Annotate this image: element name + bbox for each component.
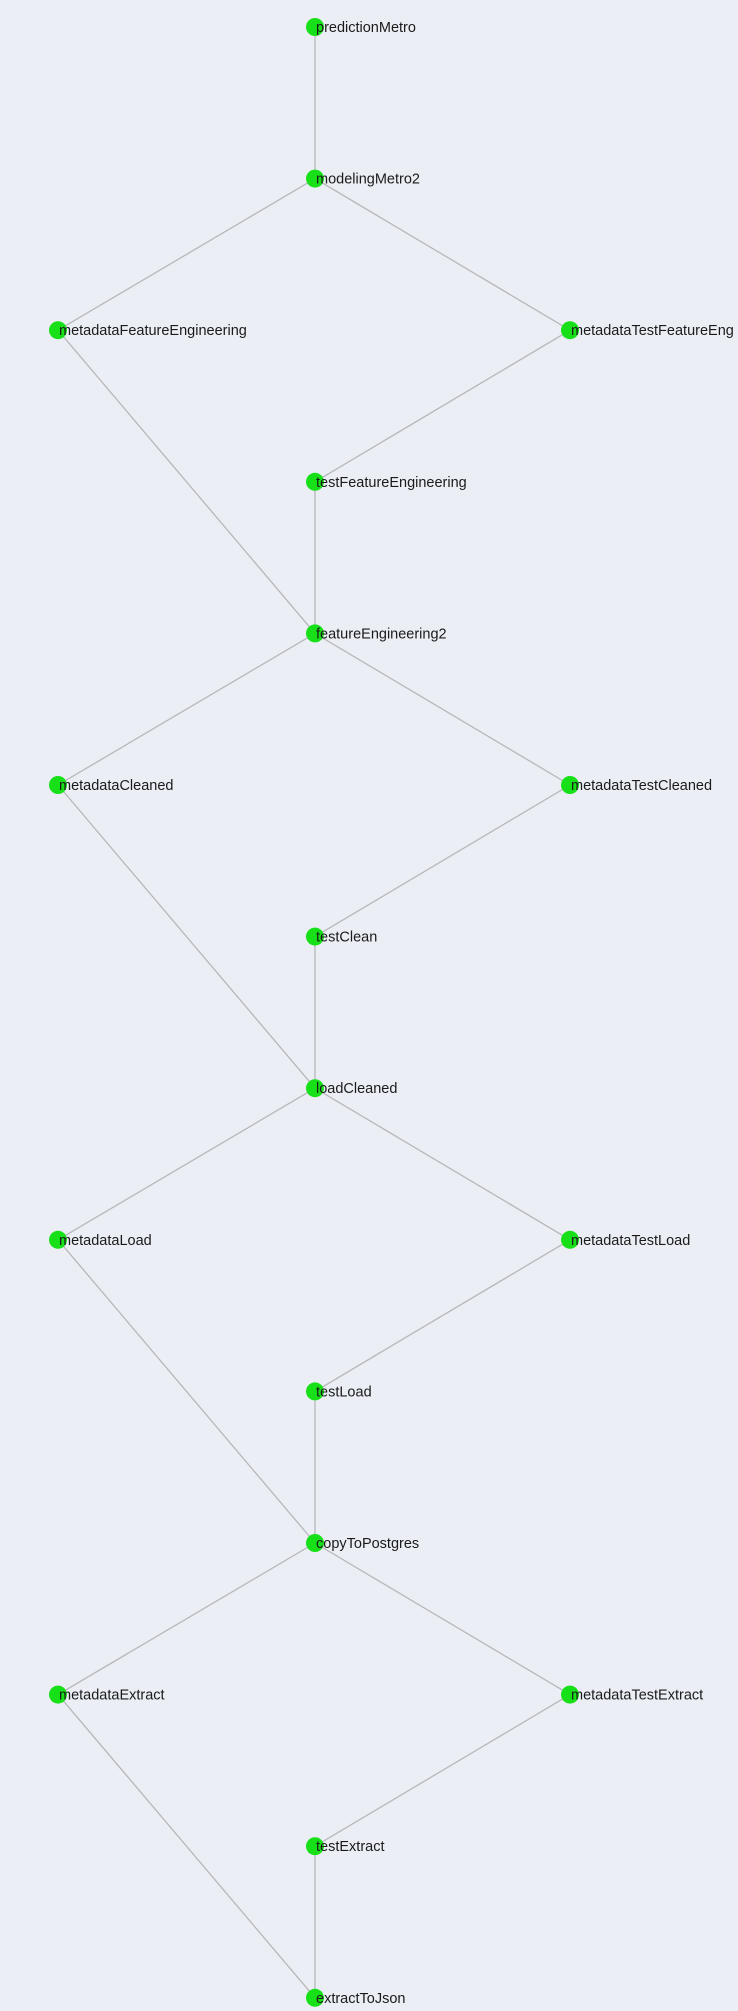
edge-copyToPostgres-to-metadataExtract: [57, 1542, 316, 1696]
node-label: testClean: [316, 930, 377, 946]
node-dot[interactable]: [306, 624, 324, 643]
node-metadataLoad[interactable]: metadataLoad: [49, 1230, 152, 1249]
node-testFeatureEngineering[interactable]: testFeatureEngineering: [306, 472, 467, 491]
node-label: modelingMetro2: [316, 172, 420, 188]
node-dot[interactable]: [306, 472, 324, 491]
node-extractToJson[interactable]: extractToJson: [306, 1988, 405, 2007]
nodes-layer: predictionMetro modelingMetro2 metadataFea…: [49, 18, 734, 2007]
node-label: testFeatureEngineering: [316, 475, 467, 491]
node-modelingMetro2[interactable]: modelingMetro2: [306, 169, 420, 188]
node-label: predictionMetro: [316, 20, 416, 36]
node-dot[interactable]: [49, 321, 67, 340]
node-metadataCleaned[interactable]: metadataCleaned: [49, 776, 173, 794]
node-dot[interactable]: [306, 1382, 324, 1401]
node-dot[interactable]: [306, 18, 324, 36]
node-dot[interactable]: [306, 1837, 324, 1856]
node-label: copyToPostgres: [316, 1536, 419, 1552]
edges-layer: [57, 27, 571, 1999]
node-label: extractToJson: [316, 1991, 405, 2007]
edge-metadataTestFeatureEng-to-testFeatureEngineering: [314, 329, 571, 483]
node-label: testLoad: [316, 1384, 372, 1400]
node-metadataExtract[interactable]: metadataExtract: [49, 1685, 165, 1704]
edge-featureEngineering2-to-metadataTestCleaned: [314, 632, 571, 786]
node-label: metadataFeatureEngineering: [59, 323, 247, 339]
node-loadCleaned[interactable]: loadCleaned: [306, 1079, 397, 1098]
node-label: testExtract: [316, 1839, 385, 1855]
node-dot[interactable]: [306, 1988, 324, 2007]
node-dot[interactable]: [306, 927, 324, 946]
node-dot[interactable]: [49, 776, 67, 794]
node-predictionMetro[interactable]: predictionMetro: [306, 18, 416, 36]
node-testClean[interactable]: testClean: [306, 927, 377, 946]
node-label: metadataExtract: [59, 1688, 165, 1704]
node-dot[interactable]: [561, 321, 579, 340]
node-label: metadataTestCleaned: [571, 778, 712, 794]
node-metadataTestExtract[interactable]: metadataTestExtract: [561, 1685, 703, 1704]
edge-metadataTestCleaned-to-testClean: [314, 784, 571, 938]
node-dot[interactable]: [561, 1230, 579, 1249]
node-label: loadCleaned: [316, 1081, 397, 1097]
node-dot[interactable]: [306, 169, 324, 188]
edge-loadCleaned-to-metadataLoad: [57, 1087, 316, 1241]
node-dot[interactable]: [306, 1079, 324, 1098]
edge-metadataFeatureEngineering-to-featureEngineering2: [57, 329, 316, 634]
node-metadataTestLoad[interactable]: metadataTestLoad: [561, 1230, 690, 1249]
edge-modelingMetro2-to-metadataTestFeatureEng: [314, 178, 571, 331]
node-metadataTestCleaned[interactable]: metadataTestCleaned: [561, 776, 712, 794]
edge-modelingMetro2-to-metadataFeatureEngineering: [57, 178, 316, 331]
node-label: metadataTestLoad: [571, 1233, 690, 1249]
node-label: metadataLoad: [59, 1233, 152, 1249]
node-metadataTestFeatureEng[interactable]: metadataTestFeatureEng: [561, 321, 734, 340]
edge-metadataExtract-to-extractToJson: [57, 1694, 316, 1999]
node-copyToPostgres[interactable]: copyToPostgres: [306, 1534, 419, 1552]
edge-metadataLoad-to-copyToPostgres: [57, 1239, 316, 1544]
node-dot[interactable]: [49, 1230, 67, 1249]
edge-metadataCleaned-to-loadCleaned: [57, 784, 316, 1089]
node-label: metadataTestExtract: [571, 1688, 703, 1704]
node-dot[interactable]: [49, 1685, 67, 1704]
node-dot[interactable]: [561, 1685, 579, 1704]
edge-copyToPostgres-to-metadataTestExtract: [314, 1542, 571, 1696]
node-label: featureEngineering2: [316, 626, 447, 642]
edge-loadCleaned-to-metadataTestLoad: [314, 1087, 571, 1241]
edge-metadataTestExtract-to-testExtract: [314, 1694, 571, 1847]
node-dot[interactable]: [561, 776, 579, 794]
node-label: metadataTestFeatureEng: [571, 323, 734, 339]
node-metadataFeatureEngineering[interactable]: metadataFeatureEngineering: [49, 321, 247, 340]
node-testExtract[interactable]: testExtract: [306, 1837, 385, 1856]
edge-featureEngineering2-to-metadataCleaned: [57, 632, 316, 786]
node-testLoad[interactable]: testLoad: [306, 1382, 372, 1401]
node-featureEngineering2[interactable]: featureEngineering2: [306, 624, 447, 643]
edge-metadataTestLoad-to-testLoad: [314, 1239, 571, 1392]
node-label: metadataCleaned: [59, 778, 173, 794]
node-dot[interactable]: [306, 1534, 324, 1552]
